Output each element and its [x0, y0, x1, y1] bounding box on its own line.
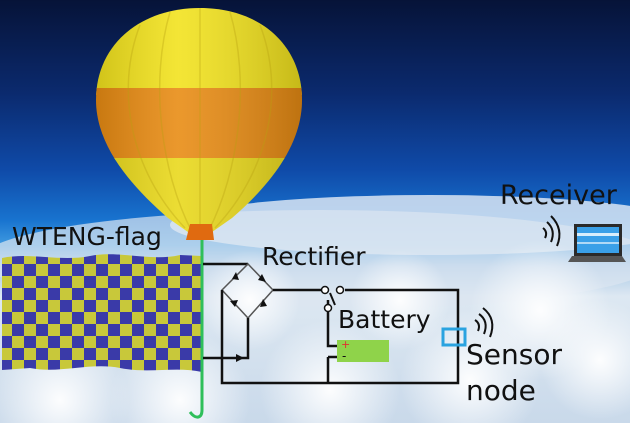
laptop-icon	[568, 224, 626, 262]
battery-positive: +	[341, 338, 351, 351]
receiver-label: Receiver	[500, 180, 617, 211]
flag-label: WTENG-flag	[12, 222, 162, 251]
wireless-signal-icon	[474, 215, 561, 338]
sensor-node-icon	[441, 327, 467, 347]
wteng-flag	[2, 254, 202, 372]
battery-negative: -	[342, 349, 347, 363]
diode-arrows	[230, 272, 267, 362]
battery-icon	[337, 340, 389, 362]
sensor-label-line2: node	[466, 374, 536, 407]
rectifier-label: Rectifier	[262, 242, 366, 271]
sensor-label-line1: Sensor	[466, 338, 562, 371]
tether-line	[188, 240, 204, 419]
battery-label: Battery	[338, 305, 431, 334]
switch-contacts	[320, 285, 345, 313]
